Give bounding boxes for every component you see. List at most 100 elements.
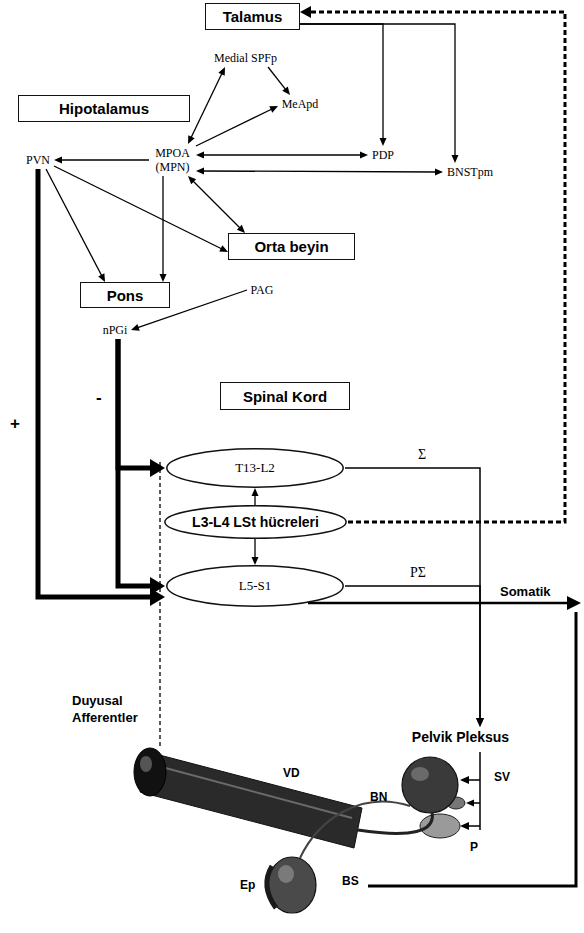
- nucleus-label: MPOA (MPN): [149, 144, 196, 176]
- sign-label: +: [10, 414, 20, 434]
- connector-line: [345, 468, 480, 721]
- organ-label: Ep: [240, 878, 255, 892]
- connector-arrow: [300, 24, 459, 163]
- connector-line: [196, 109, 273, 147]
- glans-highlight: [140, 756, 152, 772]
- afferent-line: [159, 460, 160, 746]
- nucleus-label: BNSTpm: [443, 163, 497, 181]
- arrow-head: [188, 135, 195, 144]
- testis-highlight: [278, 865, 294, 883]
- arrow-head: [188, 176, 196, 184]
- region-box: Pons: [80, 282, 170, 308]
- connector-line: [308, 12, 565, 522]
- connector-arrow: [300, 24, 387, 146]
- urethra: [358, 812, 432, 833]
- connector-line: [162, 176, 163, 276]
- node-text: PVN: [26, 153, 50, 167]
- connector-arrow: [118, 339, 165, 595]
- spinal-segment-ellipse: L5-S1: [165, 565, 345, 607]
- connector-arrow: [196, 152, 368, 159]
- node-text: Pelvik Pleksus: [412, 729, 509, 745]
- organ-label: VD: [283, 766, 300, 780]
- node-text: MeApd: [282, 97, 319, 111]
- pathway-label: Somatik: [500, 584, 551, 599]
- arrow-head: [460, 822, 469, 830]
- bladder: [402, 757, 458, 813]
- connector-arrow: [196, 106, 278, 146]
- arrow-head: [150, 588, 165, 606]
- region-box: Spinal Kord: [220, 382, 350, 410]
- sign-label: -: [96, 388, 102, 408]
- connector-arrow: [268, 67, 290, 95]
- bladder-highlight: [411, 767, 429, 781]
- organ-label: BN: [370, 790, 387, 804]
- vas-deferens: [300, 802, 410, 858]
- region-box: Talamus: [205, 3, 300, 30]
- connector-arrow: [54, 166, 228, 252]
- arrow-head: [252, 488, 259, 496]
- connector-arrow: [345, 586, 484, 727]
- arrow-head: [219, 245, 228, 252]
- arrow-head: [360, 152, 368, 159]
- nucleus-label: MeApd: [278, 95, 322, 113]
- connector-arrow: [160, 176, 167, 282]
- nucleus-label: nPGi: [99, 321, 131, 339]
- plexus-label: Pelvik Pleksus: [408, 727, 513, 747]
- node-text: PAG: [251, 283, 274, 297]
- organ-label: SV: [494, 770, 510, 784]
- arrow-head: [567, 596, 581, 610]
- node-text: nPGi: [103, 323, 128, 337]
- ellipse-shape: [167, 566, 343, 606]
- organ-label: BS: [342, 874, 359, 888]
- signal-label: Σ: [418, 447, 426, 463]
- arrow-head: [476, 718, 484, 727]
- node-text: Medial SPFp: [214, 51, 277, 65]
- nucleus-label: Medial SPFp: [210, 49, 281, 67]
- connector-line: [300, 24, 383, 140]
- connector-line: [54, 166, 223, 250]
- connector-arrow: [196, 168, 443, 176]
- node-text: Hipotalamus: [59, 100, 149, 117]
- ellipse-shape: [167, 449, 343, 487]
- arrow-head: [452, 155, 459, 163]
- connector-arrow: [252, 488, 259, 505]
- pathway-label: Duyusal Afferentler: [72, 692, 152, 726]
- arrow-head: [160, 274, 167, 282]
- plexus-wire: [479, 752, 481, 830]
- arrow-head: [218, 67, 225, 76]
- connector-line: [118, 339, 155, 586]
- connector-arrow: [252, 539, 259, 565]
- node-text: L3-L4 LSt hücreleri: [192, 514, 319, 530]
- connector-arrow: [188, 67, 225, 144]
- arrow-head: [54, 157, 62, 164]
- spinal-segment-ellipse: T13-L2: [165, 448, 345, 488]
- arrow-head: [150, 459, 165, 477]
- nucleus-label: PAG: [247, 281, 277, 299]
- node-text: BNSTpm: [447, 165, 493, 179]
- arrow-head: [300, 6, 311, 18]
- node-text: Orta beyin: [254, 238, 328, 255]
- arrow-head: [380, 138, 387, 146]
- connector-line: [254, 539, 255, 559]
- shaft-highlight: [158, 766, 352, 818]
- node-text: Talamus: [223, 8, 283, 25]
- organ-label: P: [470, 840, 478, 854]
- arrow-head: [435, 168, 443, 175]
- node-text: Pons: [107, 287, 144, 304]
- arrow-head: [476, 718, 484, 727]
- arrow-head: [237, 225, 245, 233]
- signal-label: PΣ: [410, 565, 426, 581]
- connector-line: [60, 159, 149, 160]
- connector-line: [202, 171, 438, 172]
- connector-line: [38, 169, 155, 597]
- somatic-nerve: [368, 612, 576, 886]
- region-box: Hipotalamus: [18, 95, 190, 122]
- spinal-segment-ellipse: L3-L4 LSt hücreleri: [163, 505, 348, 539]
- arrow-head: [252, 557, 259, 565]
- node-text: T13-L2: [235, 460, 275, 476]
- node-text: PDP: [372, 148, 394, 162]
- connector-line: [192, 180, 241, 229]
- glans: [134, 748, 166, 796]
- arrow-head: [98, 273, 105, 282]
